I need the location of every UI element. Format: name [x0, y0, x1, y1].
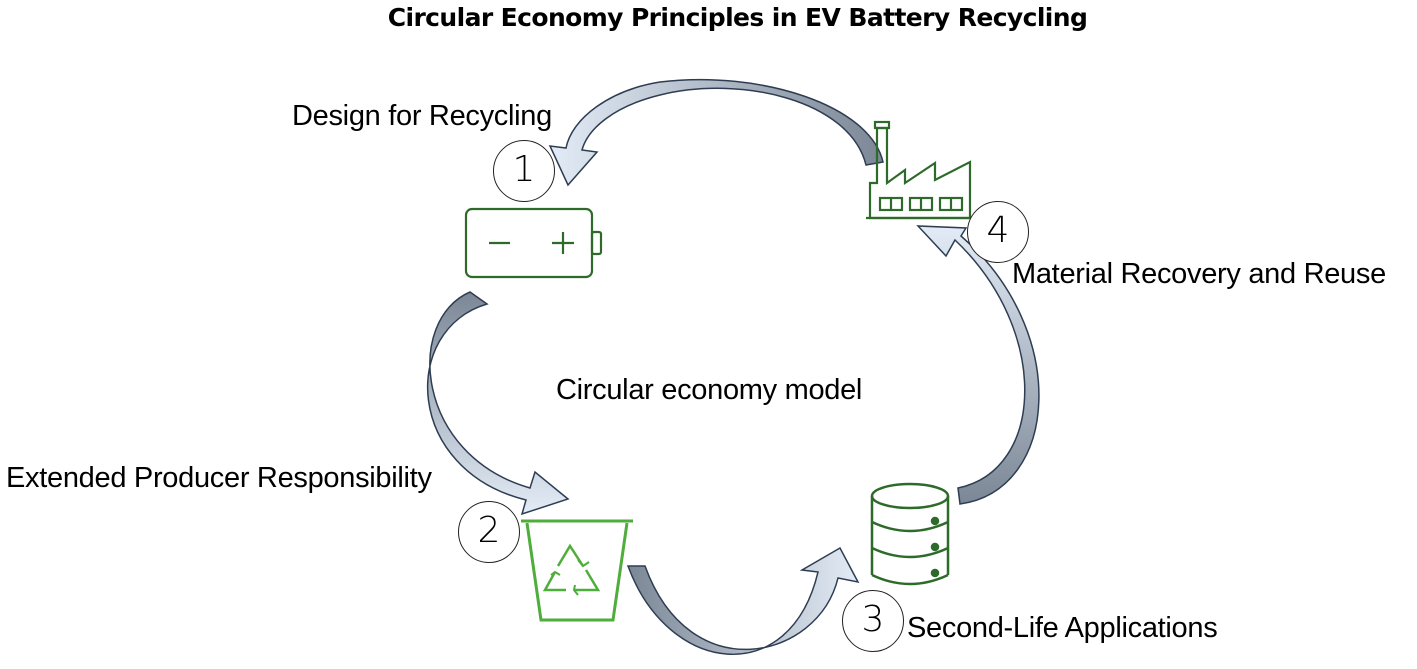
factory-icon [866, 120, 974, 220]
database-icon [870, 482, 950, 586]
step-1-number-badge: 1 [493, 140, 555, 202]
arrow-recovery-to-design [548, 78, 884, 187]
diagram-title: Circular Economy Principles in EV Batter… [387, 3, 1088, 32]
arrow-second-life-to-recovery [916, 225, 1040, 505]
center-label: Circular economy model [556, 374, 863, 406]
step-4-label: Material Recovery and Reuse [1012, 258, 1386, 290]
step-3-label: Second-Life Applications [907, 612, 1218, 644]
step-4-number-badge: 4 [967, 201, 1029, 263]
battery-icon [464, 207, 603, 279]
step-2-number-badge: 2 [458, 501, 520, 563]
recycle-bin-icon [521, 519, 633, 622]
step-1-label: Design for Recycling [292, 100, 552, 132]
step-2-label: Extended Producer Responsibility [6, 462, 432, 494]
arrow-design-to-responsibility [427, 291, 570, 516]
arrow-responsibility-to-second-life [626, 546, 860, 656]
step-3-number-badge: 3 [842, 590, 904, 652]
